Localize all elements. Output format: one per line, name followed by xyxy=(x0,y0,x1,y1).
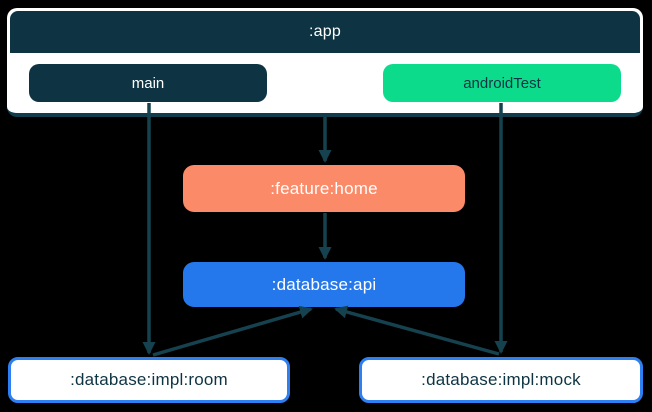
module-app-sourcesets: main androidTest xyxy=(10,53,640,113)
module-database-api: :database:api xyxy=(183,262,465,307)
module-database-impl-mock: :database:impl:mock xyxy=(359,357,643,403)
sourceset-androidtest: androidTest xyxy=(383,64,621,102)
edge-database-impl-mock-to-database-api xyxy=(334,305,500,356)
module-feature-home: :feature:home xyxy=(183,165,465,212)
edge-database-impl-room-to-database-api xyxy=(152,305,313,357)
module-database-impl-room: :database:impl:room xyxy=(8,357,290,403)
sourceset-main: main xyxy=(29,64,267,102)
module-app-container: :app main androidTest xyxy=(7,8,643,117)
module-app-header: :app xyxy=(10,11,640,53)
module-app-label: :app xyxy=(309,23,341,40)
